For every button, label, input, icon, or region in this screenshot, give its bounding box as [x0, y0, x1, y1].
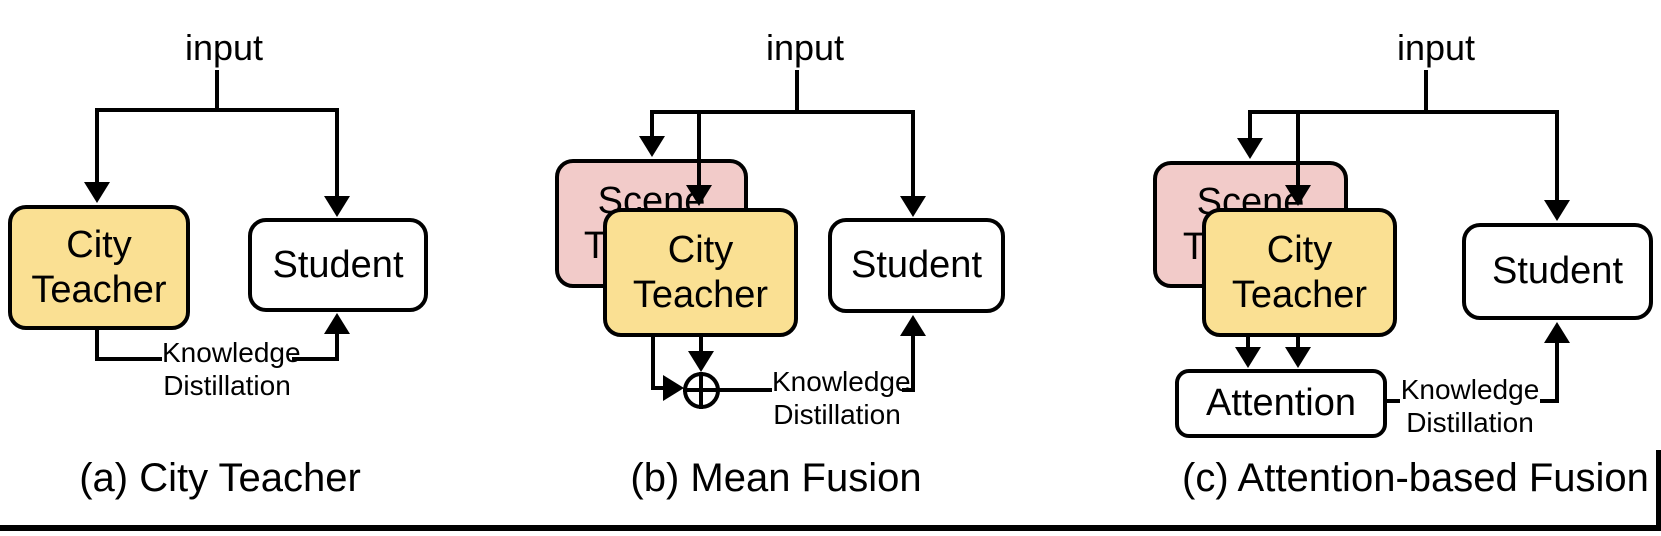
city-teacher-label-line1: City — [667, 228, 734, 271]
arrowhead-up-icon — [900, 315, 926, 336]
caption-a: (a) City Teacher — [79, 456, 361, 500]
input-to-student-line — [1555, 114, 1559, 200]
arrowhead-down-icon — [1285, 185, 1311, 206]
student-label: Student — [272, 243, 404, 286]
input-to-student-line — [335, 108, 339, 196]
input-stem-line — [215, 70, 219, 112]
attention-label: Attention — [1206, 382, 1356, 424]
circle-plus-horizontal-bar — [683, 388, 720, 392]
kd-line-to-student — [335, 332, 339, 361]
city-teacher-node: City Teacher — [1202, 208, 1397, 337]
arrowhead-down-icon — [686, 185, 712, 206]
student-node: Student — [828, 218, 1005, 313]
arrowhead-down-icon — [639, 136, 665, 157]
arrowhead-down-icon — [900, 196, 926, 217]
page-edge-line — [1656, 450, 1661, 531]
student-node: Student — [248, 218, 428, 312]
branch-line — [650, 110, 915, 114]
arrowhead-right-icon — [663, 375, 684, 401]
kd-line-from-city-teacher — [95, 328, 99, 361]
arrowhead-down-icon — [324, 196, 350, 217]
knowledge-distillation-label: Knowledge Distillation — [162, 336, 301, 402]
city-teacher-label-line1: City — [1266, 228, 1333, 271]
input-to-scene-teacher-line — [1248, 110, 1252, 138]
attention-node: Attention — [1175, 369, 1387, 438]
knowledge-distillation-label-line1: Knowledge — [772, 366, 911, 397]
input-label: input — [765, 27, 845, 68]
input-to-scene-teacher-line — [650, 110, 654, 136]
knowledge-distillation-label-line2: Distillation — [163, 370, 291, 401]
arrowhead-down-icon — [688, 351, 714, 372]
arrowhead-down-icon — [84, 182, 110, 203]
input-stem-line — [795, 70, 799, 114]
kd-line-to-student — [1555, 343, 1559, 403]
input-to-city-teacher-line — [1296, 110, 1300, 185]
city-teacher-node: City Teacher — [8, 205, 190, 330]
arrowhead-down-icon — [1235, 347, 1261, 368]
knowledge-distillation-label: Knowledge Distillation — [772, 365, 911, 431]
input-label: input — [1396, 27, 1476, 68]
knowledge-distillation-label: Knowledge Distillation — [1400, 373, 1540, 439]
city-to-fusion-line — [699, 335, 703, 351]
arrowhead-up-icon — [324, 313, 350, 334]
city-to-attention-line — [1296, 335, 1300, 347]
knowledge-distillation-label-line2: Distillation — [773, 399, 901, 430]
bottom-rule — [0, 525, 1661, 531]
city-teacher-label-line2: Teacher — [632, 273, 769, 316]
knowledge-distillation-label-line1: Knowledge — [162, 337, 301, 368]
scene-to-fusion-line — [651, 335, 655, 390]
arrowhead-down-icon — [1285, 347, 1311, 368]
input-to-student-line — [911, 114, 915, 196]
student-node: Student — [1462, 223, 1653, 320]
arrowhead-up-icon — [1544, 322, 1570, 343]
arrowhead-down-icon — [1237, 138, 1263, 159]
input-stem-line — [1424, 70, 1428, 114]
branch-line — [1248, 110, 1559, 114]
caption-c: (c) Attention-based Fusion — [1182, 456, 1649, 500]
kd-line-to-student — [911, 336, 915, 392]
input-to-city-teacher-line — [697, 110, 701, 185]
scene-to-fusion-elbow-line — [651, 386, 666, 390]
knowledge-distillation-label-line2: Distillation — [1406, 407, 1534, 438]
city-teacher-node: City Teacher — [603, 208, 798, 337]
student-label: Student — [1492, 250, 1623, 292]
city-teacher-label-line2: Teacher — [1231, 273, 1368, 316]
scene-to-attention-line — [1246, 335, 1250, 347]
arrowhead-down-icon — [1544, 200, 1570, 221]
caption-b: (b) Mean Fusion — [630, 456, 922, 500]
city-teacher-label-line2: Teacher — [31, 268, 167, 311]
knowledge-distillation-label-line1: Knowledge — [1400, 374, 1540, 405]
student-label: Student — [851, 244, 982, 286]
input-to-city-teacher-line — [95, 108, 99, 182]
branch-line — [95, 108, 339, 112]
input-label: input — [184, 27, 264, 68]
city-teacher-label-line1: City — [66, 223, 132, 266]
